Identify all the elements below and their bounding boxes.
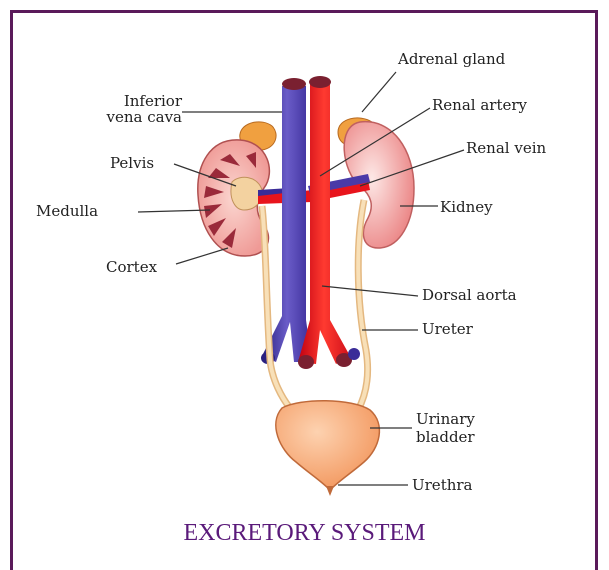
label-kidney: Kidney (440, 198, 493, 216)
pelvis (231, 177, 262, 210)
label-cortex: Cortex (106, 258, 158, 276)
label-pelvis: Pelvis (110, 154, 154, 172)
label-renal-vein: Renal vein (466, 139, 546, 157)
label-urethra: Urethra (412, 476, 473, 494)
urethra (326, 486, 334, 496)
label-inferior-vena-cava-line2: vena cava (106, 108, 183, 126)
label-ureter: Ureter (422, 320, 474, 338)
urinary-bladder (276, 401, 380, 490)
label-adrenal-gland: Adrenal gland (397, 50, 506, 68)
label-urinary-bladder-line1: Urinary (416, 410, 475, 428)
label-renal-artery: Renal artery (432, 96, 528, 114)
label-medulla: Medulla (36, 202, 98, 220)
diagram-caption: EXCRETORY SYSTEM (0, 520, 609, 547)
label-dorsal-aorta: Dorsal aorta (422, 286, 517, 304)
label-urinary-bladder-line2: bladder (416, 428, 475, 446)
